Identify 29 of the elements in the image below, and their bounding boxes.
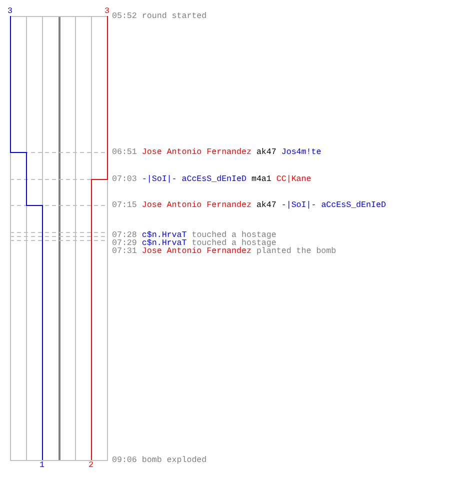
event-text: round started (142, 12, 207, 20)
player-name: c$n.HrvaT (142, 238, 187, 248)
event-text: planted the bomb (256, 246, 336, 256)
event-time: 07:03 (112, 174, 137, 184)
event-time: 06:51 (112, 148, 137, 156)
event-text: touched a hostage (192, 230, 276, 240)
player-count: 1 (38, 461, 46, 470)
player-name: -|SoI|- aCcEsS_dEnIeD (142, 174, 246, 184)
event-time: 07:31 (112, 246, 137, 256)
player-name: Jos4m!te (281, 148, 322, 156)
event-text: touched a hostage (192, 238, 276, 248)
event-time: 07:28 (112, 230, 137, 240)
event-time: 05:52 (112, 12, 137, 20)
player-name: c$n.HrvaT (142, 230, 187, 240)
event-text: bomb exploded (142, 456, 207, 464)
weapon-name: ak47 (256, 148, 276, 156)
event-time: 07:15 (112, 200, 137, 210)
weapon-name: ak47 (256, 200, 276, 210)
player-name: -|SoI|- aCcEsS_dEnIeD (281, 200, 386, 210)
player-name: Jose Antonio Fernandez (142, 148, 252, 156)
event-time: 09:06 (112, 456, 137, 464)
player-count: 3 (104, 7, 110, 16)
player-name: CC|Kane (276, 174, 312, 184)
player-name: Jose Antonio Fernandez (142, 200, 252, 210)
event-time: 07:29 (112, 238, 137, 248)
player-count: 3 (6, 7, 14, 16)
player-count: 2 (88, 461, 94, 470)
weapon-name: m4a1 (251, 174, 272, 184)
player-name: Jose Antonio Fernandez (142, 246, 252, 256)
